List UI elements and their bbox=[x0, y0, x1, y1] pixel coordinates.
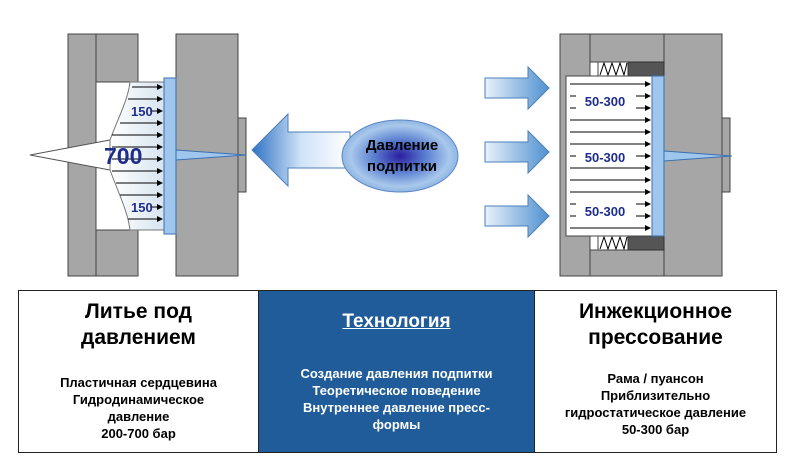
right-spring-bottom bbox=[597, 235, 665, 251]
right-arrow-bottom bbox=[484, 193, 550, 239]
left-mold: 150 700 150 bbox=[29, 33, 247, 277]
right-blue-plate bbox=[651, 75, 665, 237]
technology-title: Технология bbox=[342, 311, 451, 332]
title-line: Инжекционное bbox=[578, 300, 733, 323]
title-line: Литье под bbox=[85, 300, 192, 323]
left-blue-plate bbox=[163, 77, 177, 235]
injection-pressing-description: Рама / пуансон Приблизительно гидростати… bbox=[565, 370, 746, 438]
right-mold-frame-bottom bbox=[589, 249, 671, 277]
description-line: давление bbox=[107, 409, 170, 424]
left-pressure-upper: 150 bbox=[131, 104, 153, 119]
process-diagram: 150 700 150 Давление подпитки bbox=[29, 33, 733, 277]
description-line: 200-700 бар bbox=[101, 426, 176, 441]
description-line: Приблизительно bbox=[600, 388, 711, 403]
title-line: давлением bbox=[81, 326, 196, 349]
description-line: Теоретическое поведение bbox=[312, 383, 481, 398]
right-mold-frame-top bbox=[589, 33, 671, 63]
pressure-casting-column: Литье под давлением Пластичная сердцевин… bbox=[19, 291, 259, 452]
right-mold: 50-300 50-300 50-300 bbox=[559, 33, 733, 277]
description-line: гидростатическое давление bbox=[564, 405, 747, 420]
comparison-table: Литье под давлением Пластичная сердцевин… bbox=[18, 290, 777, 453]
left-pressure-lower: 150 bbox=[131, 200, 153, 215]
technology-description: Создание давления подпитки Теоретическое… bbox=[300, 365, 492, 433]
right-pressure-label: 50-300 bbox=[585, 150, 625, 165]
description-line: формы bbox=[372, 417, 421, 432]
injection-pressing-title: Инжекционное прессование bbox=[579, 299, 732, 351]
left-pressure-center: 700 bbox=[104, 143, 142, 169]
left-pressure-arrows bbox=[112, 84, 163, 222]
right-spring-top bbox=[597, 61, 665, 77]
pressure-casting-description: Пластичная сердцевина Гидродинамическое … bbox=[60, 374, 217, 442]
left-mold-frame-bottom bbox=[95, 229, 139, 277]
title-line: прессование bbox=[588, 326, 723, 349]
right-pressure-label: 50-300 bbox=[585, 94, 625, 109]
left-mold-frame-top bbox=[95, 33, 139, 83]
description-line: Создание давления подпитки bbox=[300, 366, 493, 381]
feed-pressure-bubble: Давление подпитки bbox=[341, 119, 459, 193]
bubble-line-1: Давление bbox=[366, 137, 438, 154]
pressure-casting-title: Литье под давлением bbox=[81, 299, 196, 351]
right-arrows bbox=[484, 65, 550, 239]
left-needle bbox=[175, 149, 247, 161]
right-needle bbox=[663, 150, 733, 162]
right-pressure-label: 50-300 bbox=[585, 204, 625, 219]
injection-pressing-column: Инжекционное прессование Рама / пуансон … bbox=[534, 291, 776, 452]
technology-column: Технология Создание давления подпитки Те… bbox=[259, 291, 534, 452]
description-line: Внутреннее давление пресс- bbox=[303, 400, 490, 415]
description-line: Гидродинамическое bbox=[72, 392, 205, 407]
description-line: Пластичная сердцевина bbox=[60, 375, 217, 390]
right-arrow-top bbox=[484, 65, 550, 111]
bubble-line-2: подпитки bbox=[367, 158, 437, 175]
big-left-arrow bbox=[251, 112, 351, 188]
description-line: 50-300 бар bbox=[621, 422, 690, 437]
description-line: Рама / пуансон bbox=[607, 371, 704, 386]
right-arrow-middle bbox=[484, 129, 550, 175]
